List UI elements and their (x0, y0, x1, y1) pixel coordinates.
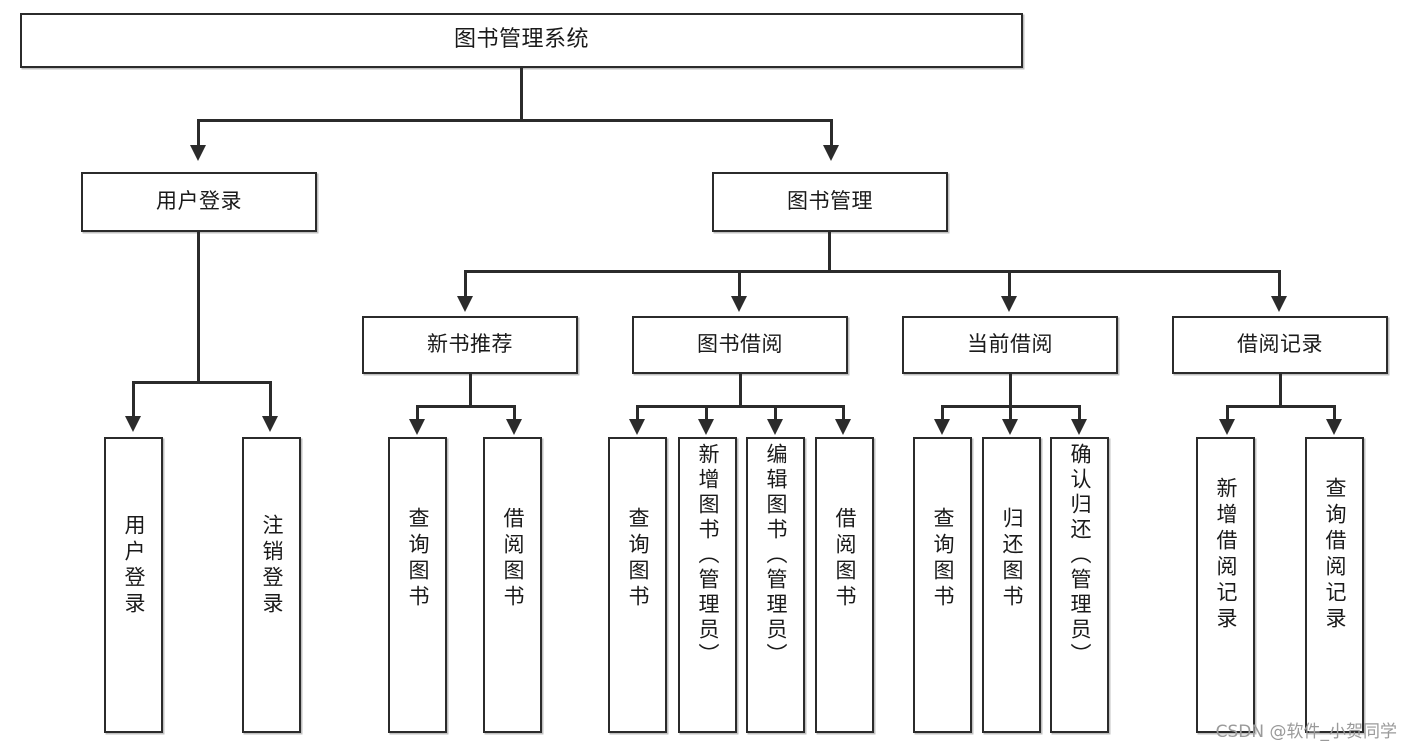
connector-book-management-stem (828, 232, 831, 271)
node-label: 用户登录 (156, 189, 242, 214)
arrow-level1-user-login (190, 145, 206, 161)
arrow-leaf-query-borrow-record (1326, 419, 1342, 435)
leaf-borrow-book-new-book[interactable]: 借阅图书 (483, 437, 542, 733)
connector-new-book-stem (469, 374, 472, 406)
connector-level1-drop-book-management (830, 119, 833, 147)
connector-new-book-drop-1 (416, 405, 419, 421)
node-label: 注销登录 (260, 514, 284, 618)
node-label: 借阅图书 (833, 507, 857, 611)
node-label: 查询图书 (931, 507, 955, 611)
arrow-leaf-edit-book (767, 419, 783, 435)
connector-current-borrow-stem (1009, 374, 1012, 406)
leaf-user-login[interactable]: 用户登录 (104, 437, 163, 733)
connector-borrow-record-drop-2 (1333, 405, 1336, 421)
arrow-leaf-confirm-return (1071, 419, 1087, 435)
node-label: 借阅记录 (1237, 332, 1323, 357)
leaf-borrow-book-borrow[interactable]: 借阅图书 (815, 437, 874, 733)
leaf-query-book-borrow[interactable]: 查询图书 (608, 437, 667, 733)
node-label: 用户登录 (122, 514, 146, 618)
arrow-leaf-query-book-bb (629, 419, 645, 435)
connector-book-borrow-drop-1 (636, 405, 639, 421)
node-book-borrow[interactable]: 图书借阅 (632, 316, 848, 374)
node-label: 查询图书 (626, 507, 650, 611)
node-label: 查询借阅记录 (1323, 477, 1347, 633)
connector-level2-drop-current-borrow (1008, 270, 1011, 298)
connector-user-login-stem (197, 232, 200, 382)
connector-book-borrow-drop-2 (705, 405, 708, 421)
leaf-query-borrow-record[interactable]: 查询借阅记录 (1305, 437, 1364, 733)
arrow-leaf-return-book (1002, 419, 1018, 435)
connector-current-borrow-drop-1 (941, 405, 944, 421)
arrow-leaf-user-login (125, 416, 141, 432)
leaf-query-book-current[interactable]: 查询图书 (913, 437, 972, 733)
connector-level1-drop-user-login (197, 119, 200, 147)
node-label: 查询图书 (406, 507, 430, 611)
arrow-leaf-logout-login (262, 416, 278, 432)
node-label: 图书管理系统 (453, 27, 589, 53)
connector-level2-bar (464, 270, 1280, 273)
connector-borrow-record-bar (1226, 405, 1335, 408)
node-root-book-management-system[interactable]: 图书管理系统 (20, 13, 1023, 68)
connector-current-borrow-drop-3 (1078, 405, 1081, 421)
connector-user-login-drop-2 (269, 381, 272, 418)
node-label: 借阅图书 (501, 507, 525, 611)
leaf-confirm-return-admin[interactable]: 确认归还（管理员） (1050, 437, 1109, 733)
node-label: 图书管理 (787, 189, 873, 214)
node-label: 新增图书（管理员） (696, 443, 720, 668)
arrow-leaf-query-book-cb (934, 419, 950, 435)
arrow-leaf-borrow-book-nb (506, 419, 522, 435)
arrow-level2-new-book-recommend (457, 296, 473, 312)
arrow-level1-book-management (823, 145, 839, 161)
connector-level2-drop-borrow-record (1278, 270, 1281, 298)
node-book-management[interactable]: 图书管理 (712, 172, 948, 232)
leaf-add-borrow-record[interactable]: 新增借阅记录 (1196, 437, 1255, 733)
connector-user-login-bar (132, 381, 271, 384)
leaf-add-book-admin[interactable]: 新增图书（管理员） (678, 437, 737, 733)
connector-root-stem (520, 68, 523, 120)
node-label: 新书推荐 (427, 332, 513, 357)
node-label: 归还图书 (1000, 507, 1024, 611)
node-label: 新增借阅记录 (1214, 477, 1238, 633)
connector-current-borrow-drop-2 (1009, 405, 1012, 421)
arrow-level2-borrow-record (1271, 296, 1287, 312)
connector-level1-bar (197, 119, 833, 122)
connector-level2-drop-new-book (464, 270, 467, 298)
node-label: 确认归还（管理员） (1068, 443, 1092, 668)
arrow-leaf-add-book (698, 419, 714, 435)
connector-book-borrow-bar (636, 405, 844, 408)
arrow-level2-book-borrow (731, 296, 747, 312)
connector-book-borrow-drop-3 (774, 405, 777, 421)
connector-new-book-bar (416, 405, 515, 408)
connector-user-login-drop-1 (132, 381, 135, 418)
arrow-leaf-add-borrow-record (1219, 419, 1235, 435)
arrow-leaf-query-book-nb (409, 419, 425, 435)
arrow-level2-current-borrow (1001, 296, 1017, 312)
node-user-login[interactable]: 用户登录 (81, 172, 317, 232)
node-label: 当前借阅 (967, 332, 1053, 357)
node-label: 图书借阅 (697, 332, 783, 357)
leaf-return-book[interactable]: 归还图书 (982, 437, 1041, 733)
leaf-query-book-new-book[interactable]: 查询图书 (388, 437, 447, 733)
connector-borrow-record-stem (1279, 374, 1282, 406)
node-current-borrow[interactable]: 当前借阅 (902, 316, 1118, 374)
connector-new-book-drop-2 (513, 405, 516, 421)
connector-level2-drop-book-borrow (738, 270, 741, 298)
arrow-leaf-borrow-book-bb (835, 419, 851, 435)
leaf-edit-book-admin[interactable]: 编辑图书（管理员） (746, 437, 805, 733)
node-new-book-recommend[interactable]: 新书推荐 (362, 316, 578, 374)
connector-book-borrow-stem (739, 374, 742, 406)
leaf-logout-login[interactable]: 注销登录 (242, 437, 301, 733)
node-label: 编辑图书（管理员） (764, 443, 788, 668)
connector-book-borrow-drop-4 (842, 405, 845, 421)
node-borrow-record[interactable]: 借阅记录 (1172, 316, 1388, 374)
connector-borrow-record-drop-1 (1226, 405, 1229, 421)
